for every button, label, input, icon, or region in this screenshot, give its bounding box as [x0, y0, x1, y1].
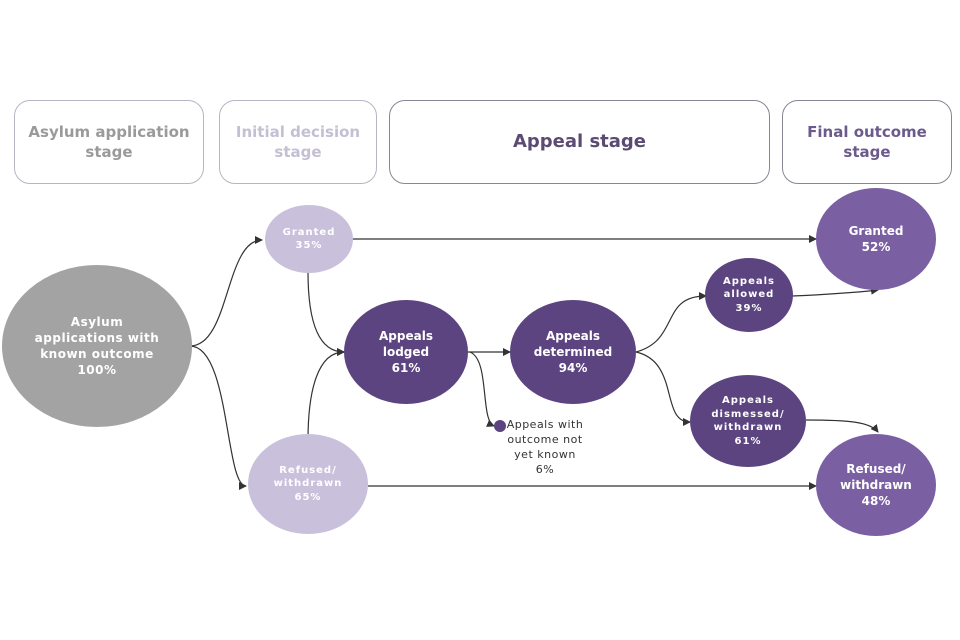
node-label-line: outcome not — [507, 432, 583, 446]
node-refused-final: Refused/withdrawn 48% — [816, 434, 936, 536]
node-label-line: 94% — [558, 361, 588, 376]
node-appeals-dismissed: Appeals dismessed/withdrawn 61% — [690, 375, 806, 467]
edge-refused-to-lodged — [307, 348, 345, 441]
node-label-line: 48% — [861, 494, 891, 509]
node-label-line: 6% — [535, 462, 555, 476]
node-label-line: Appeals with — [506, 418, 584, 431]
node-granted-final: Granted 52% — [816, 188, 936, 290]
node-label-line: Granted — [848, 223, 904, 238]
node-label-line: Refused/ — [279, 464, 337, 476]
node-label-line: 61% — [734, 435, 762, 447]
edge-determined-to-allowed — [635, 292, 707, 353]
node-label-line: allowed — [723, 289, 775, 301]
node-label-line: 52% — [861, 240, 891, 254]
stage-initial-decision: Initial decision stage — [219, 100, 377, 184]
stage-label-line: Appeal stage — [512, 130, 647, 152]
edge-dismissed-to-final-refused — [805, 419, 879, 433]
node-label-line: Appeals — [379, 328, 433, 343]
stage-appeal: Appeal stage — [389, 100, 770, 184]
stage-label-line: stage — [85, 143, 133, 161]
stage-asylum-application: Asylum application stage — [14, 100, 204, 184]
edge-granted-to-lodged — [307, 271, 345, 356]
node-label-line: dismessed/ — [711, 408, 785, 420]
node-label-line: withdrawn — [713, 422, 783, 433]
outcome-unknown-label: Appeals with outcome not yet known 6% — [500, 418, 590, 477]
outcome-unknown-dot — [494, 420, 506, 432]
node-label-line: applications with — [34, 330, 160, 345]
stage-label-line: Final outcome — [807, 122, 927, 141]
node-label-line: known outcome — [40, 347, 154, 361]
node-label-line: Refused/ — [846, 461, 906, 476]
node-label-line: Granted — [282, 226, 336, 238]
node-label-line: withdrawn — [273, 478, 343, 490]
node-label-line: determined — [533, 344, 613, 359]
node-label-line: 39% — [735, 302, 763, 314]
edge-lodged-to-unknown — [469, 351, 495, 427]
node-label-line: lodged — [382, 344, 430, 359]
node-label-line: Asylum — [70, 314, 124, 329]
node-label-line: Appeals — [546, 328, 600, 343]
node-label-line: 35% — [295, 240, 323, 251]
stage-label-line: stage — [843, 143, 891, 161]
edge-applications-to-refused — [189, 345, 247, 490]
edge-allowed-to-final-granted — [791, 286, 879, 297]
node-label-line: Appeals — [722, 395, 774, 406]
edge-determined-to-dismissed — [635, 351, 691, 426]
stage-label-line: Initial decision — [235, 122, 361, 141]
edge-applications-to-granted — [189, 236, 263, 347]
node-label-line: Appeals — [723, 275, 775, 287]
node-granted-initial: Granted 35% — [265, 205, 353, 273]
node-label-line: 100% — [77, 363, 117, 378]
node-label-line: yet known — [514, 447, 576, 461]
stage-label-line: stage — [274, 143, 322, 161]
node-label-line: 65% — [294, 491, 322, 503]
stage-final-outcome: Final outcome stage — [782, 100, 952, 184]
node-label-line: 61% — [391, 361, 421, 376]
node-label-line: withdrawn — [840, 477, 912, 492]
stage-label-line: Asylum application — [28, 122, 190, 141]
